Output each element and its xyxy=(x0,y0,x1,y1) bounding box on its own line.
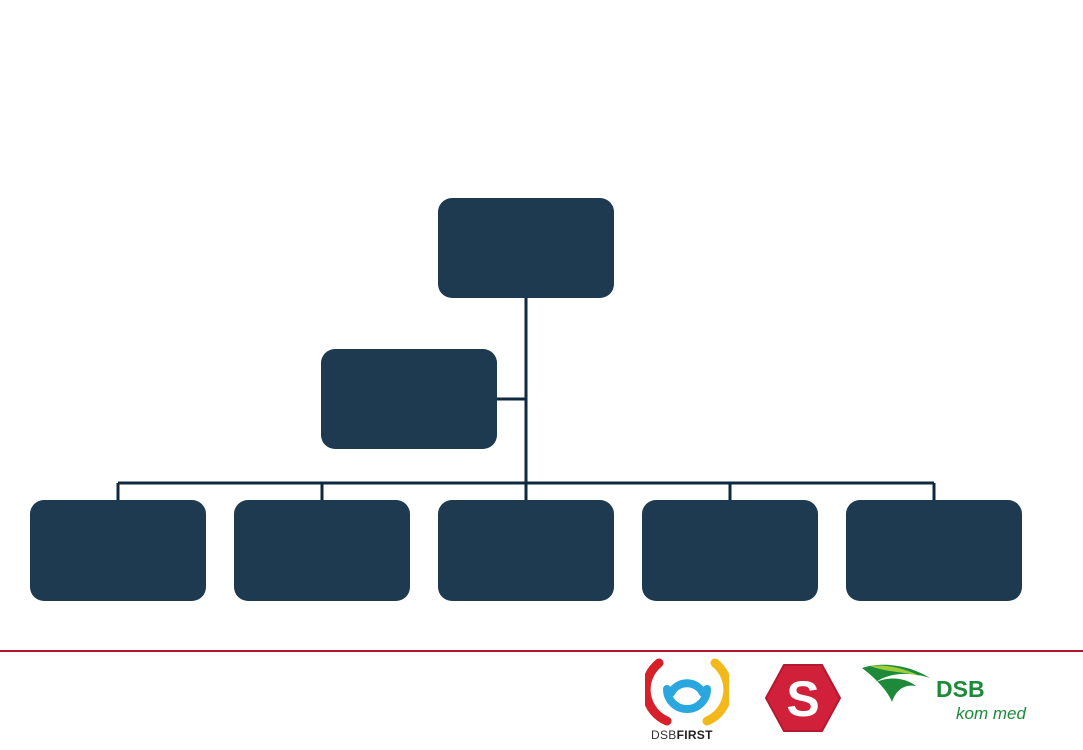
footer-divider xyxy=(0,650,1083,652)
org-chart-connectors xyxy=(116,297,936,500)
dsbfirst-logo-icon xyxy=(645,658,729,726)
dsb-leaf-icon xyxy=(862,664,930,702)
org-node-bottom-5 xyxy=(846,500,1022,601)
org-node-bottom-4 xyxy=(642,500,818,601)
org-node-bottom-2 xyxy=(234,500,410,601)
dsb-tagline: kom med xyxy=(956,704,1026,723)
org-node-bottom-3 xyxy=(438,500,614,601)
dsb-wordmark: DSB xyxy=(936,676,985,702)
org-node-top xyxy=(438,198,614,298)
dsbfirst-wordmark: DSBFIRST xyxy=(651,728,713,742)
org-node-bottom-1 xyxy=(30,500,206,601)
svg-text:S: S xyxy=(786,671,819,727)
s-tog-logo-icon: S xyxy=(764,664,842,732)
org-node-assistant xyxy=(321,349,497,449)
